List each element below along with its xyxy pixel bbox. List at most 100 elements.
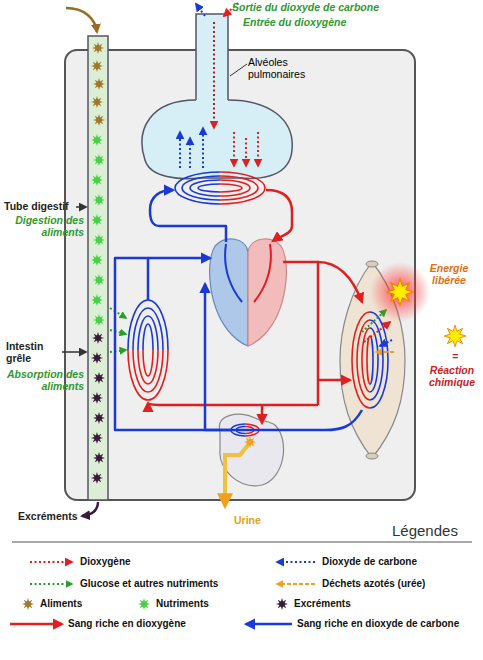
- nutrient-stars: [93, 154, 105, 166]
- absorption-arrows: [110, 350, 126, 352]
- food-stars: [93, 114, 105, 126]
- excrement-stars: [93, 412, 105, 424]
- process-label: Digestion des aliments: [2, 214, 84, 238]
- food-stars: [91, 60, 103, 72]
- absorption-arrows: [110, 330, 126, 334]
- organ-cell: [340, 261, 405, 459]
- blood-vessels-oxygen: [148, 190, 362, 423]
- intestine-capillary: [128, 300, 168, 350]
- digestive-tube: [88, 36, 108, 500]
- heart: [225, 244, 242, 302]
- blood-vessels-co2: [148, 258, 210, 300]
- blood-vessels-oxygen: [283, 262, 318, 405]
- gas-exchange-arrows: [202, 128, 204, 168]
- kidney: [231, 424, 245, 436]
- heart: [254, 244, 271, 302]
- excrement-stars: [93, 372, 105, 384]
- intestine-capillary: [128, 300, 168, 400]
- nutrient-stars: [91, 254, 103, 266]
- organ-cell: [370, 312, 388, 408]
- legend-samples: [277, 561, 315, 563]
- food-stars: [92, 42, 104, 54]
- nutrient-stars: [93, 194, 105, 206]
- organ-cell: [366, 261, 378, 267]
- node-outline: [136, 96, 296, 182]
- energy-label: Energie libérée: [418, 262, 480, 286]
- leader-line: [76, 206, 86, 208]
- legend-text: Déchets azotés (urée): [322, 578, 425, 590]
- nutrient-stars: [93, 314, 105, 326]
- blood-vessels-co2: [115, 190, 362, 430]
- legend-samples: [246, 623, 292, 626]
- energy-burst: [370, 262, 430, 322]
- kidney: [244, 436, 256, 448]
- heart: [210, 239, 287, 346]
- leader-line: [62, 351, 86, 353]
- absorption-arrows: [110, 308, 126, 352]
- excrement-label: Excréments: [18, 510, 78, 522]
- lung-alveoli: Alvéoles pulmonaires: [136, 96, 296, 182]
- process-label: Absorption des aliments: [2, 368, 84, 392]
- blood-vessels-oxygen: [266, 190, 292, 241]
- kidney: [245, 424, 259, 436]
- nutrient-stars: [91, 214, 103, 226]
- legend-text: Dioxygène: [80, 556, 131, 568]
- legend-text: Aliments: [40, 598, 82, 610]
- gas-exchange-arrows: [213, 22, 215, 128]
- lung-capillary: [175, 172, 220, 204]
- nutrient-stars: [91, 174, 103, 186]
- food-stars: [93, 78, 105, 90]
- legend-rule: [12, 541, 472, 542]
- trachea: [196, 14, 228, 106]
- legend-text: Sang riche en dioxygène: [68, 618, 186, 630]
- excrement-stars: [91, 472, 103, 484]
- organ-cell: [352, 312, 370, 408]
- excrement-stars: [93, 452, 105, 464]
- blood-vessels-co2: [205, 284, 362, 430]
- urine-label: Urine: [234, 514, 261, 526]
- organ-cell: [366, 453, 378, 459]
- gas-exchange-arrows: [233, 132, 235, 166]
- food-stars: [91, 96, 103, 108]
- reaction-symbol: [444, 325, 466, 347]
- kidney: [225, 440, 252, 506]
- excrement-stars: [91, 352, 103, 364]
- blood-vessels-oxygen: [318, 262, 362, 302]
- legend-title: Légendes: [392, 522, 458, 539]
- heart: [248, 239, 286, 346]
- excrement-stars: [91, 392, 103, 404]
- excrement-stars: [91, 432, 103, 444]
- gas-exchange-arrows: [245, 138, 247, 166]
- blood-vessels-oxygen: [261, 405, 264, 423]
- legend-text: Sang riche en dioxyde de carbone: [297, 618, 459, 630]
- nutrient-stars: [93, 234, 105, 246]
- leader-line: [230, 64, 247, 76]
- blood-vessels-oxygen: [148, 403, 318, 405]
- lung-capillary: [220, 172, 265, 204]
- intestine-capillary: [128, 350, 168, 400]
- legend-samples: [10, 623, 62, 626]
- node-outline: [142, 100, 292, 179]
- energy-burst: [370, 262, 430, 322]
- legend-samples: [276, 598, 288, 610]
- legend-samples: [22, 598, 34, 610]
- gas-exchange-arrows: [196, 4, 205, 16]
- blood-vessels-co2: [150, 190, 226, 242]
- legend-samples: [30, 561, 72, 563]
- blood-vessels-co2: [115, 258, 231, 430]
- organ-cell: [380, 340, 392, 346]
- nutrient-stars: [93, 274, 105, 286]
- legend-samples: [138, 598, 150, 610]
- energy-burst: [387, 279, 413, 305]
- kidney: [219, 414, 283, 506]
- absorption-arrows: [110, 308, 126, 318]
- food-intake-arrow: [66, 8, 97, 32]
- legend-samples: [30, 583, 72, 585]
- organ-label: Alvéoles pulmonaires: [248, 56, 328, 80]
- nutrient-stars: [91, 134, 103, 146]
- organ-cell: [364, 322, 390, 342]
- kidney: [219, 414, 283, 486]
- blood-vessels-oxygen: [318, 379, 350, 382]
